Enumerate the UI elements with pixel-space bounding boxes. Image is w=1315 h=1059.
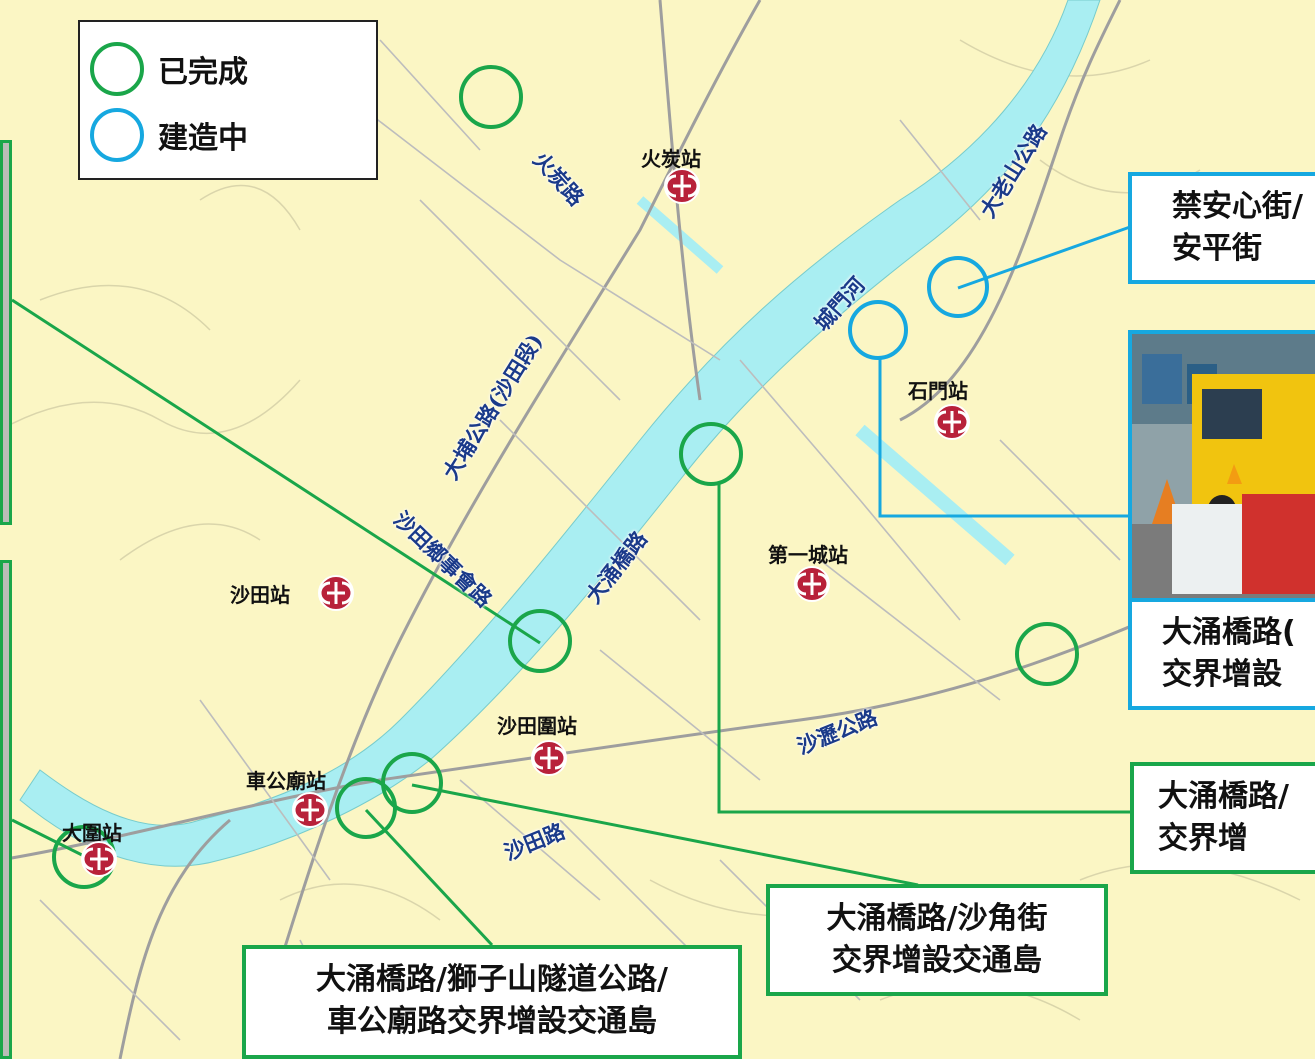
station-label: 車公廟站: [246, 769, 326, 793]
station-label: 大圍站: [62, 821, 122, 845]
station-label: 沙田圍站: [497, 714, 577, 738]
left-clipped-photo-bottom: [0, 560, 12, 1059]
station-label: 沙田站: [230, 583, 290, 607]
callout-kam-on-street: 禁安心街/ 安平街: [1128, 172, 1315, 284]
mtr-logo-icon: [531, 740, 567, 776]
mtr-logo-icon: [81, 841, 117, 877]
mtr-logo-icon: [664, 168, 700, 204]
mtr-logo-icon: [794, 566, 830, 602]
legend-completed-label: 已完成: [158, 55, 248, 90]
callout-tai-chung-kiu-completed: 大涌橋路/ 交界增: [1130, 762, 1315, 874]
callout-tai-chung-kiu-in-progress: 大涌橋路( 交界增設: [1128, 598, 1315, 710]
legend-in-progress-label: 建造中: [158, 121, 248, 156]
mtr-logo-icon: [292, 792, 328, 828]
left-clipped-photo-top: [0, 140, 12, 525]
map-legend: 已完成 建造中: [78, 20, 378, 180]
legend-completed: 已完成: [90, 42, 248, 96]
mtr-logo-icon: [318, 575, 354, 611]
completed-ring-icon: [90, 42, 144, 96]
station-label: 火炭站: [641, 147, 701, 171]
site-photo: [1128, 330, 1315, 602]
in-progress-ring-icon: [90, 108, 144, 162]
callout-lion-rock-tunnel-road: 大涌橋路/獅子山隧道公路/ 車公廟路交界增設交通島: [242, 945, 742, 1059]
station-label: 第一城站: [768, 543, 848, 567]
station-label: 石門站: [908, 379, 968, 403]
callout-sha-kok-street: 大涌橋路/沙角街 交界增設交通島: [766, 884, 1108, 996]
mtr-logo-icon: [934, 404, 970, 440]
legend-in-progress: 建造中: [90, 108, 248, 162]
